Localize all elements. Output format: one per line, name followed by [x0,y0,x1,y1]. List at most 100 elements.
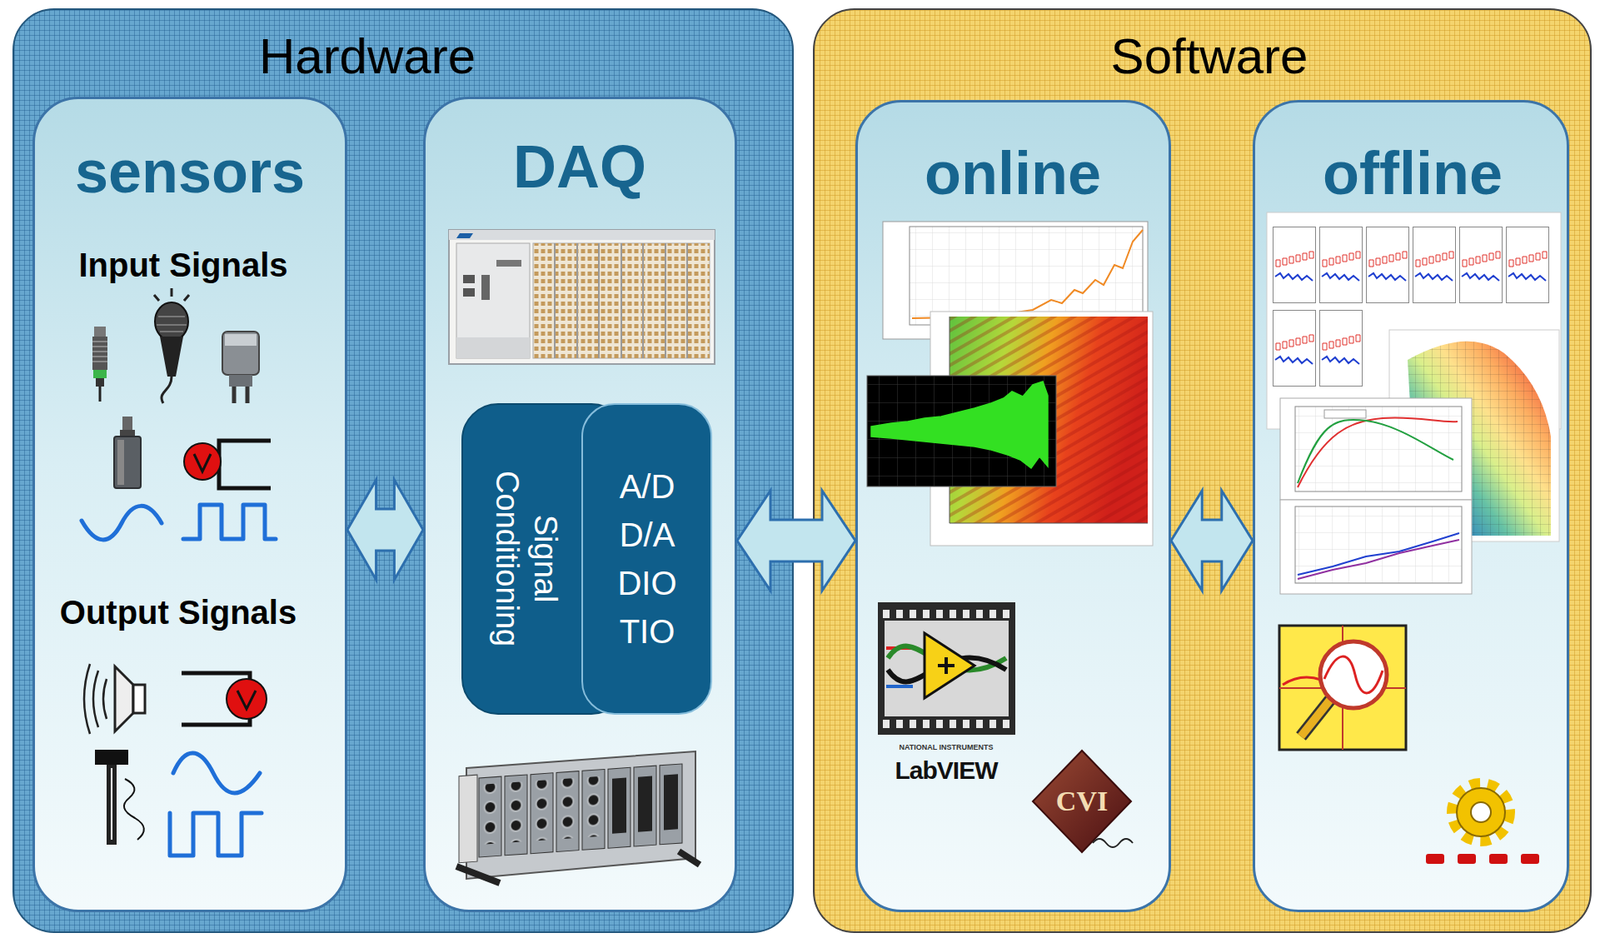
diadem-icon-part [1282,677,1321,685]
pxi-chassis-photo-part [481,274,490,300]
surface-plot [1389,324,1560,542]
text-holder: online [924,139,1102,209]
spectrum-chart-part [882,221,1148,339]
line-chart [1280,499,1472,594]
daq-box: DAQ Signal Conditioning A/D D/A DIO TIO [423,96,738,913]
meter-symbol-part [181,672,250,725]
labview-logo-part [1008,620,1016,717]
report-page-part [1460,227,1503,304]
surface-plot-part [1399,324,1558,542]
proximity-sensor-icon-part [92,336,108,370]
signal-waves-part [81,505,162,540]
diadem-icon-part [1300,699,1331,737]
proximity-sensor-icon-part [92,341,108,362]
accelerometer-icon [114,416,141,489]
labview-logo-part [886,684,913,688]
meter-symbol-part [237,690,256,709]
text-holder: LabVIEW [894,756,997,786]
double-arrow [1171,490,1253,591]
report-page-part [1413,227,1456,304]
text-holder: Input Signals [78,245,288,285]
diadem-icon-part [1324,656,1383,693]
signal-waves [81,504,276,540]
report-page-part [1266,212,1561,429]
meter-symbol-part [219,440,271,489]
meter-symbol-part [184,443,221,480]
hammer-icon-part [106,764,117,845]
microphone-icon-part [159,336,184,377]
hardware-panel: HardwaresensorsInput SignalsOutput Signa… [12,8,794,933]
pxi-chassis-photo-part [533,243,710,359]
pxi-chassis-photo-part [456,233,474,239]
compactdaq-photo-part [466,751,696,879]
text-holder: Hardware [259,27,476,85]
accelerometer-icon-part [117,439,125,485]
line-chart-part [1324,409,1366,419]
cvi-logo [1032,750,1133,853]
block-label: Signal Conditioning [487,450,564,668]
report-page-part [1273,310,1316,387]
microphone-icon-part [156,316,187,332]
box-heading: DAQ [513,132,647,202]
diadem-icon-part [1320,641,1387,708]
surface-plot-part-part [1399,324,1558,542]
report-page-part [1320,227,1363,304]
labview-logo-part [877,620,885,717]
labview-logo-part [877,602,1016,621]
gear-icon-part [1425,853,1445,864]
compactdaq-photo-part-part [530,772,554,854]
diadem-icon-part [1300,699,1331,737]
spectrogram-chart [930,311,1153,546]
double-arrow [737,490,856,591]
pxi-chassis-photo [448,229,715,364]
waveform-scope [867,375,1057,487]
accelerometer-icon-part [114,436,141,489]
signal-waves-part [173,752,260,793]
report-page-part [1320,310,1363,387]
signal-waves-part [169,812,262,856]
report-page-part [1366,227,1410,304]
meter-symbol-part [226,678,267,719]
compactdaq-photo-part-part [556,771,579,853]
line-chart-part [1280,499,1472,594]
panel-title: Software [1111,27,1309,85]
proximity-sensor-icon-part [95,378,105,387]
compactdaq-photo-part-part [478,775,609,845]
meter-symbol-part [194,453,211,472]
compactdaq-photo-part-part [504,774,528,856]
spectrum-chart-part [912,229,1143,319]
microphone-icon [154,288,190,404]
proximity-sensor-icon-part [93,369,107,379]
spectrum-chart [882,221,1148,339]
speaker-icon [84,663,145,734]
labview-logo-part [924,633,975,698]
line-chart-part [1295,406,1462,492]
pxi-chassis-photo-part [463,274,475,284]
channel-list: A/D D/A DIO TIO [608,462,688,656]
spectrogram-chart-part [949,316,1148,524]
text-holder: A/D D/A DIO TIO [608,462,688,656]
logo-caption: NATIONAL INSTRUMENTS [898,742,993,752]
plug-sensor-icon [222,331,260,404]
line-chart [1280,398,1472,500]
pxi-chassis-photo-part [463,288,475,297]
double-arrow [347,479,424,580]
line-chart-part [1280,398,1472,500]
proximity-sensor-icon-part [94,326,106,337]
box-heading: offline [1322,139,1503,209]
converter-block: A/D D/A DIO TIO [581,403,713,715]
text-holder: Software [1111,27,1309,85]
sensors-box: sensorsInput SignalsOutput Signals [32,96,348,913]
spectrogram-chart-part [930,311,1153,546]
waveform-scope-part [871,381,1048,469]
group-heading: Output Signals [59,593,297,632]
compactdaq-photo [456,751,700,883]
line-chart-part [1297,539,1460,579]
labview-logo-part [937,657,955,674]
waveform-scope-part [867,375,1057,487]
surface-plot-part-part [1399,324,1558,542]
plug-sensor-icon-part [229,374,253,387]
plug-sensor-icon-part [222,331,260,375]
cvi-logo-part [1092,838,1133,848]
labview-logo-part [877,716,1016,735]
